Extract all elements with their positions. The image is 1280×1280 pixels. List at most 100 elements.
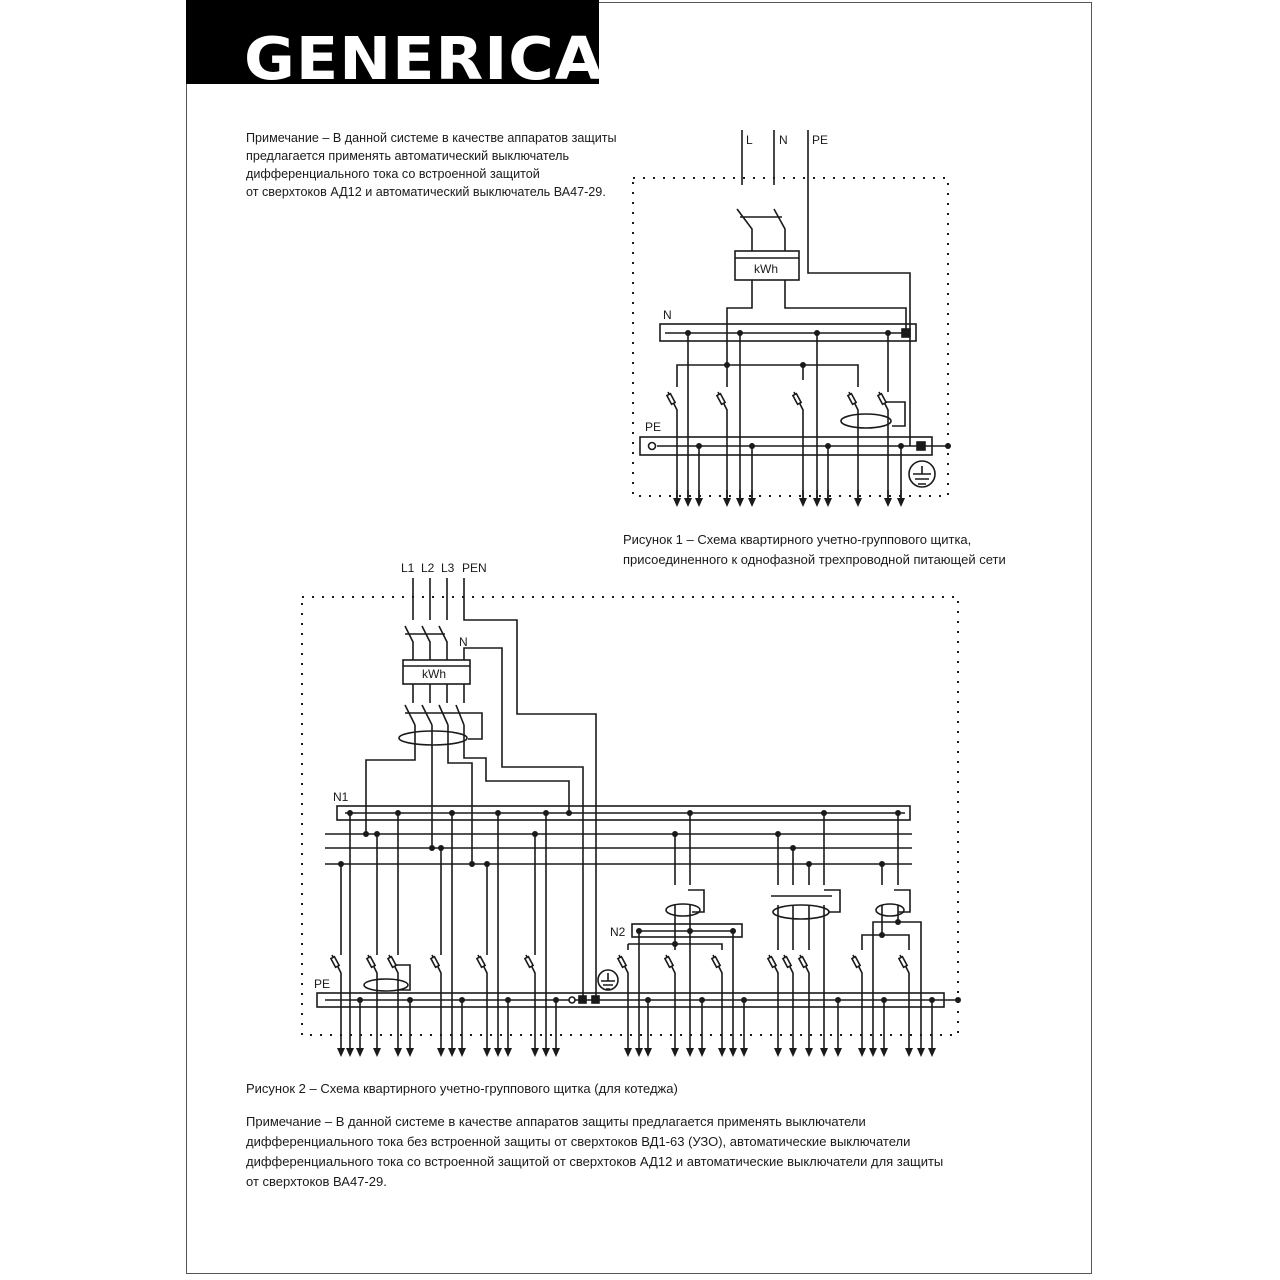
label-n: N [779, 133, 788, 147]
junction-dot [459, 997, 465, 1003]
breaker-fuse-icon [523, 955, 535, 969]
outgoing-line-arrow [928, 1048, 936, 1057]
n2-bus [631, 923, 743, 938]
junction-dot [775, 831, 781, 837]
figure-2-caption: Рисунок 2 – Схема квартирного учетно-гру… [246, 1081, 678, 1096]
junction-dot [363, 831, 369, 837]
rcd-outputs [365, 725, 570, 864]
outgoing-line-arrow [644, 1048, 652, 1057]
junction-dot [543, 810, 549, 816]
outgoing-line-arrow [740, 1048, 748, 1057]
enclosure-outline [301, 596, 959, 1036]
n1-bus [336, 805, 911, 821]
breaker-fuse-icon [710, 955, 722, 969]
top-note: Примечание – В данной системе в качестве… [246, 129, 646, 201]
junction-dot [724, 362, 730, 368]
outgoing-line-arrow [820, 1048, 828, 1057]
label-l1: L1 [401, 561, 415, 575]
breaker-fuse-icon [329, 955, 341, 969]
ground-icon [597, 969, 619, 991]
junction-dot [955, 997, 961, 1003]
outgoing-line-arrow [799, 498, 807, 507]
figure-1-diagram: L N PE kWh N PE [632, 130, 951, 507]
circuit-breaker-icon [477, 954, 488, 1050]
n-bus-label: N [663, 308, 672, 322]
note-line: дифференциального тока со встроенной защ… [246, 167, 540, 181]
junction-dot [338, 861, 344, 867]
outgoing-line-arrow [394, 1048, 402, 1057]
note-line: Примечание – В данной системе в качестве… [246, 131, 617, 145]
circuit-breaker-icon [367, 954, 378, 1050]
page-border [186, 2, 1092, 1274]
distribution-line [676, 364, 859, 387]
breaker-fuse-icon [365, 955, 377, 969]
phase-lines [325, 833, 912, 865]
outgoing-line-arrow [552, 1048, 560, 1057]
junction-dot [806, 861, 812, 867]
n-drops [687, 333, 889, 500]
kwh-meter [734, 250, 800, 281]
circuit-breaker-icon [431, 954, 442, 1050]
label-pe: PE [812, 133, 828, 147]
note-line: от сверхтоков АД12 и автоматический выкл… [246, 185, 606, 199]
junction-dot [495, 810, 501, 816]
main-breaker [404, 625, 448, 660]
outgoing-line-arrow [448, 1048, 456, 1057]
junction-dot [835, 997, 841, 1003]
label-n: N [459, 635, 468, 649]
junction-dot [895, 810, 901, 816]
breaker-fuse-icon [897, 955, 909, 969]
pe-bus-label: PE [314, 977, 330, 991]
junction-dot [825, 443, 831, 449]
breaker-fuse-icon [766, 955, 778, 969]
n-wire [463, 647, 584, 1000]
junction-dot [553, 997, 559, 1003]
kwh-label: kWh [754, 262, 778, 276]
junction-dot [885, 330, 891, 336]
note-line: Примечание – В данной системе в качестве… [246, 1114, 866, 1129]
rcd-test-loop [885, 401, 906, 427]
junction-dot [395, 810, 401, 816]
outgoing-line-arrow [858, 1048, 866, 1057]
outgoing-line-arrow [624, 1048, 632, 1057]
outgoing-line-arrow [897, 498, 905, 507]
figure-2-diagram: L1 L2 L3 PEN N kWh N1 N2 PE [301, 561, 961, 1057]
junction-dot [672, 831, 678, 837]
outgoing-line-arrow [686, 1048, 694, 1057]
breaker-fuse-icon [386, 955, 398, 969]
outgoing-line-arrow [684, 498, 692, 507]
outgoing-line-arrow [869, 1048, 877, 1057]
outgoing-line-arrow [337, 1048, 345, 1057]
junction-dot [505, 997, 511, 1003]
junction-dot [687, 928, 693, 934]
junction-dot [749, 443, 755, 449]
junction-dot [898, 443, 904, 449]
junction-dot [347, 810, 353, 816]
outgoing-line-arrow [437, 1048, 445, 1057]
junction-dot [945, 443, 951, 449]
outgoing-line-arrow [356, 1048, 364, 1057]
breaker-fuse-icon [665, 392, 677, 406]
outgoing-line-arrow [789, 1048, 797, 1057]
outgoing-line-arrow [542, 1048, 550, 1057]
rcd-transformer [840, 413, 892, 429]
outgoing-line-arrow [346, 1048, 354, 1057]
note-line: дифференциального тока со встроенной защ… [246, 1154, 944, 1169]
input-wires [741, 130, 911, 446]
breaker-fuse-icon [797, 955, 809, 969]
junction-dot [821, 810, 827, 816]
logo-text: GENERICA [244, 23, 599, 84]
junction-dot [469, 861, 475, 867]
pe-bus-label: PE [645, 420, 661, 434]
caption-line: присоединенного к однофазной трехпроводн… [623, 552, 1006, 567]
outgoing-line-arrow [805, 1048, 813, 1057]
junction-dot [879, 861, 885, 867]
outgoing-line-arrow [635, 1048, 643, 1057]
breaker-fuse-icon [663, 955, 675, 969]
enclosure-outline [632, 177, 949, 497]
outgoing-line-arrow [483, 1048, 491, 1057]
junction-dot [737, 330, 743, 336]
outgoing-line-arrow [917, 1048, 925, 1057]
input-wires [412, 578, 597, 1000]
junction-dot [895, 919, 901, 925]
